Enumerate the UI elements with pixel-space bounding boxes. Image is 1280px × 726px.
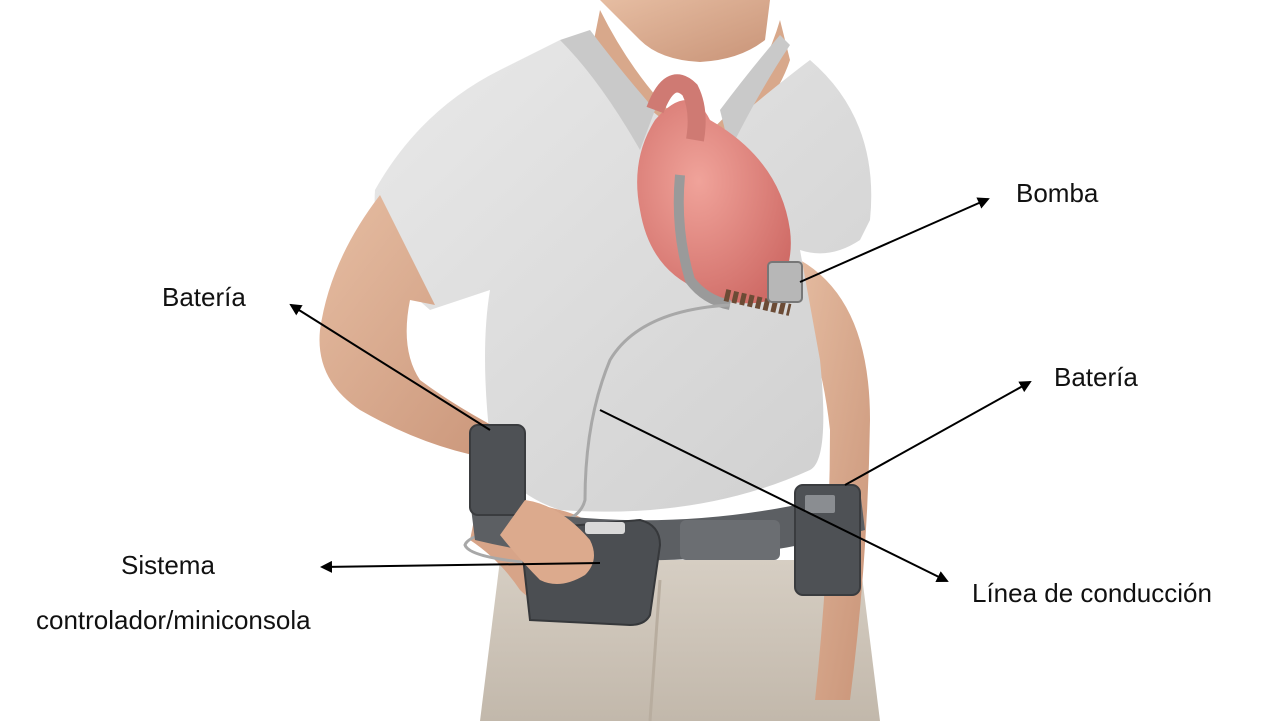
label-controlador: controlador/miniconsola bbox=[36, 607, 311, 633]
belt-pad bbox=[680, 520, 780, 560]
pump bbox=[768, 262, 802, 302]
head bbox=[600, 0, 770, 62]
arrow-bateria-right bbox=[845, 382, 1030, 485]
label-bomba: Bomba bbox=[1016, 180, 1098, 206]
controller-screen bbox=[585, 522, 625, 534]
label-sistema: Sistema bbox=[121, 552, 215, 578]
left-battery bbox=[470, 425, 525, 515]
label-linea: Línea de conducción bbox=[972, 580, 1212, 606]
label-bateria-left: Batería bbox=[162, 284, 246, 310]
label-bateria-right: Batería bbox=[1054, 364, 1138, 390]
right-battery-screen bbox=[805, 495, 835, 513]
